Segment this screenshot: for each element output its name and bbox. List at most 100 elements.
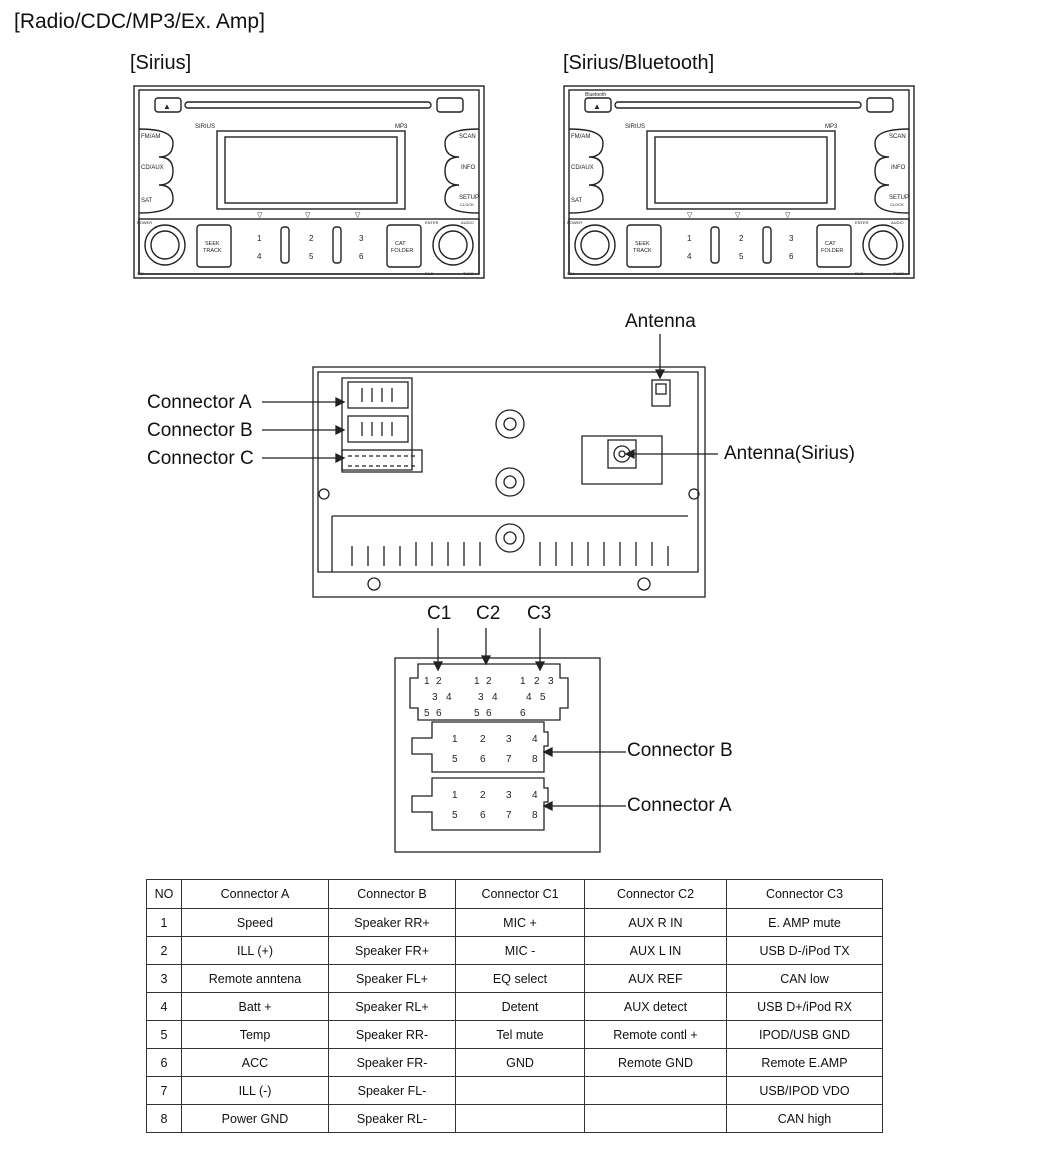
- folder-label[interactable]: FOLDER: [391, 248, 413, 254]
- table-cell: Speaker RL-: [328, 1104, 456, 1133]
- c1-pin-1: 1: [424, 676, 430, 687]
- button-scan[interactable]: SCAN: [459, 134, 476, 140]
- callout-antenna: Antenna: [625, 311, 696, 332]
- table-cell: MIC +: [455, 908, 585, 937]
- connector-a-pin-5: 5: [452, 810, 458, 821]
- knob-label-audio: AUDIO: [461, 220, 474, 225]
- knob-label-file: FILE: [425, 271, 434, 276]
- button-setup[interactable]: SETUP: [889, 195, 909, 201]
- table-cell: Remote contl +: [584, 1020, 727, 1049]
- table-cell: USB D+/iPod RX: [726, 992, 883, 1021]
- button-cd-aux[interactable]: CD/AUX: [141, 165, 164, 171]
- preset-2[interactable]: 2: [739, 234, 744, 243]
- c1-pin-3: 3: [432, 692, 438, 703]
- knob-label-audio: AUDIO: [891, 220, 904, 225]
- table-cell: [584, 1104, 727, 1133]
- table-cell: 4: [146, 992, 182, 1021]
- button-cd-aux[interactable]: CD/AUX: [571, 165, 594, 171]
- table-cell: CAN low: [726, 964, 883, 993]
- preset-6[interactable]: 6: [359, 252, 364, 261]
- c2-pin-5: 5: [474, 708, 480, 719]
- variant-label-sirius-bluetooth: [Sirius/Bluetooth]: [563, 52, 715, 74]
- header-connector-c2: Connector C2: [584, 879, 727, 909]
- seek-label[interactable]: SEEK: [205, 241, 220, 247]
- callout-connector-c: Connector C: [147, 448, 254, 469]
- button-info[interactable]: INFO: [461, 165, 476, 171]
- callout-connector-a: Connector A: [147, 392, 252, 413]
- track-label[interactable]: TRACK: [633, 248, 652, 254]
- table-cell: IPOD/USB GND: [726, 1020, 883, 1049]
- mp3-badge: MP3: [825, 124, 838, 130]
- track-label[interactable]: TRACK: [203, 248, 222, 254]
- label-c1: C1: [427, 603, 452, 624]
- preset-3[interactable]: 3: [359, 234, 364, 243]
- preset-5[interactable]: 5: [739, 252, 744, 261]
- table-cell: 5: [146, 1020, 182, 1049]
- table-cell: Speaker RR+: [328, 908, 456, 937]
- seek-label[interactable]: SEEK: [635, 241, 650, 247]
- table-cell: 6: [146, 1048, 182, 1077]
- button-scan[interactable]: SCAN: [889, 134, 906, 140]
- button-fm-am[interactable]: FM/AM: [571, 134, 590, 140]
- c1-pin-5: 5: [424, 708, 430, 719]
- button-fm-am[interactable]: FM/AM: [141, 134, 160, 140]
- table-cell: [584, 1076, 727, 1105]
- table-row: 7 ILL (-) Speaker FL- USB/IPOD VDO: [146, 1076, 883, 1105]
- connector-a-pin-6: 6: [480, 810, 486, 821]
- preset-4[interactable]: 4: [257, 252, 262, 261]
- display-arrow-icon: ▽: [305, 212, 311, 219]
- table-cell: 7: [146, 1076, 182, 1105]
- brand-label: SIRIUS: [195, 124, 215, 130]
- cd-eject-icon[interactable]: ▲: [163, 102, 171, 111]
- cat-label[interactable]: CAT: [395, 241, 406, 247]
- table-cell: GND: [455, 1048, 585, 1077]
- preset-2[interactable]: 2: [309, 234, 314, 243]
- button-info[interactable]: INFO: [891, 165, 906, 171]
- callout-connector-b: Connector B: [147, 420, 253, 441]
- table-cell: CAN high: [726, 1104, 883, 1133]
- c3-pin-6: 6: [520, 708, 526, 719]
- connector-a-housing: [411, 777, 549, 831]
- button-sat[interactable]: SAT: [141, 198, 153, 204]
- preset-5[interactable]: 5: [309, 252, 314, 261]
- diagram-title: [Radio/CDC/MP3/Ex. Amp]: [14, 10, 265, 33]
- table-cell: Remote GND: [584, 1048, 727, 1077]
- connector-detail: 1 2 3 4 5 6 1 2 3 4 5 6 1 2 3 4 5 6 1 2 …: [394, 628, 601, 853]
- display-arrow-icon: ▽: [735, 212, 741, 219]
- table-row: 2 ILL (+) Speaker FR+ MIC - AUX L IN USB…: [146, 936, 883, 965]
- header-connector-c3: Connector C3: [726, 879, 883, 909]
- c1-pin-6: 6: [436, 708, 442, 719]
- button-setup[interactable]: SETUP: [459, 195, 479, 201]
- table-header-row: NO Connector A Connector B Connector C1 …: [146, 879, 883, 909]
- knob-label-enter: ENTER: [855, 220, 869, 225]
- table-cell: [455, 1104, 585, 1133]
- cat-label[interactable]: CAT: [825, 241, 836, 247]
- preset-3[interactable]: 3: [789, 234, 794, 243]
- preset-1[interactable]: 1: [257, 234, 262, 243]
- preset-4[interactable]: 4: [687, 252, 692, 261]
- connector-detail-leader-lines: [542, 746, 626, 812]
- cd-eject-icon[interactable]: ▲: [593, 102, 601, 111]
- preset-6[interactable]: 6: [789, 252, 794, 261]
- connector-c-housing: [409, 663, 569, 721]
- brand-label: SIRIUS: [625, 124, 645, 130]
- display-arrow-icon: ▽: [355, 212, 361, 219]
- connector-a-pin-3: 3: [506, 790, 512, 801]
- c1-pin-2: 2: [436, 676, 442, 687]
- folder-label[interactable]: FOLDER: [821, 248, 843, 254]
- connector-a-pin-4: 4: [532, 790, 538, 801]
- connector-b-pin-6: 6: [480, 754, 486, 765]
- c2-pin-2: 2: [486, 676, 492, 687]
- connector-b-pin-2: 2: [480, 734, 486, 745]
- header-connector-a: Connector A: [181, 879, 329, 909]
- table-cell: AUX detect: [584, 992, 727, 1021]
- preset-1[interactable]: 1: [687, 234, 692, 243]
- table-cell: 2: [146, 936, 182, 965]
- table-cell: AUX L IN: [584, 936, 727, 965]
- table-row: 8 Power GND Speaker RL- CAN high: [146, 1104, 883, 1133]
- antenna-jack: [651, 379, 671, 407]
- button-setup-subtext: CLOCK: [890, 202, 904, 207]
- button-sat[interactable]: SAT: [571, 198, 583, 204]
- c2-pin-6: 6: [486, 708, 492, 719]
- button-setup-subtext: CLOCK: [460, 202, 474, 207]
